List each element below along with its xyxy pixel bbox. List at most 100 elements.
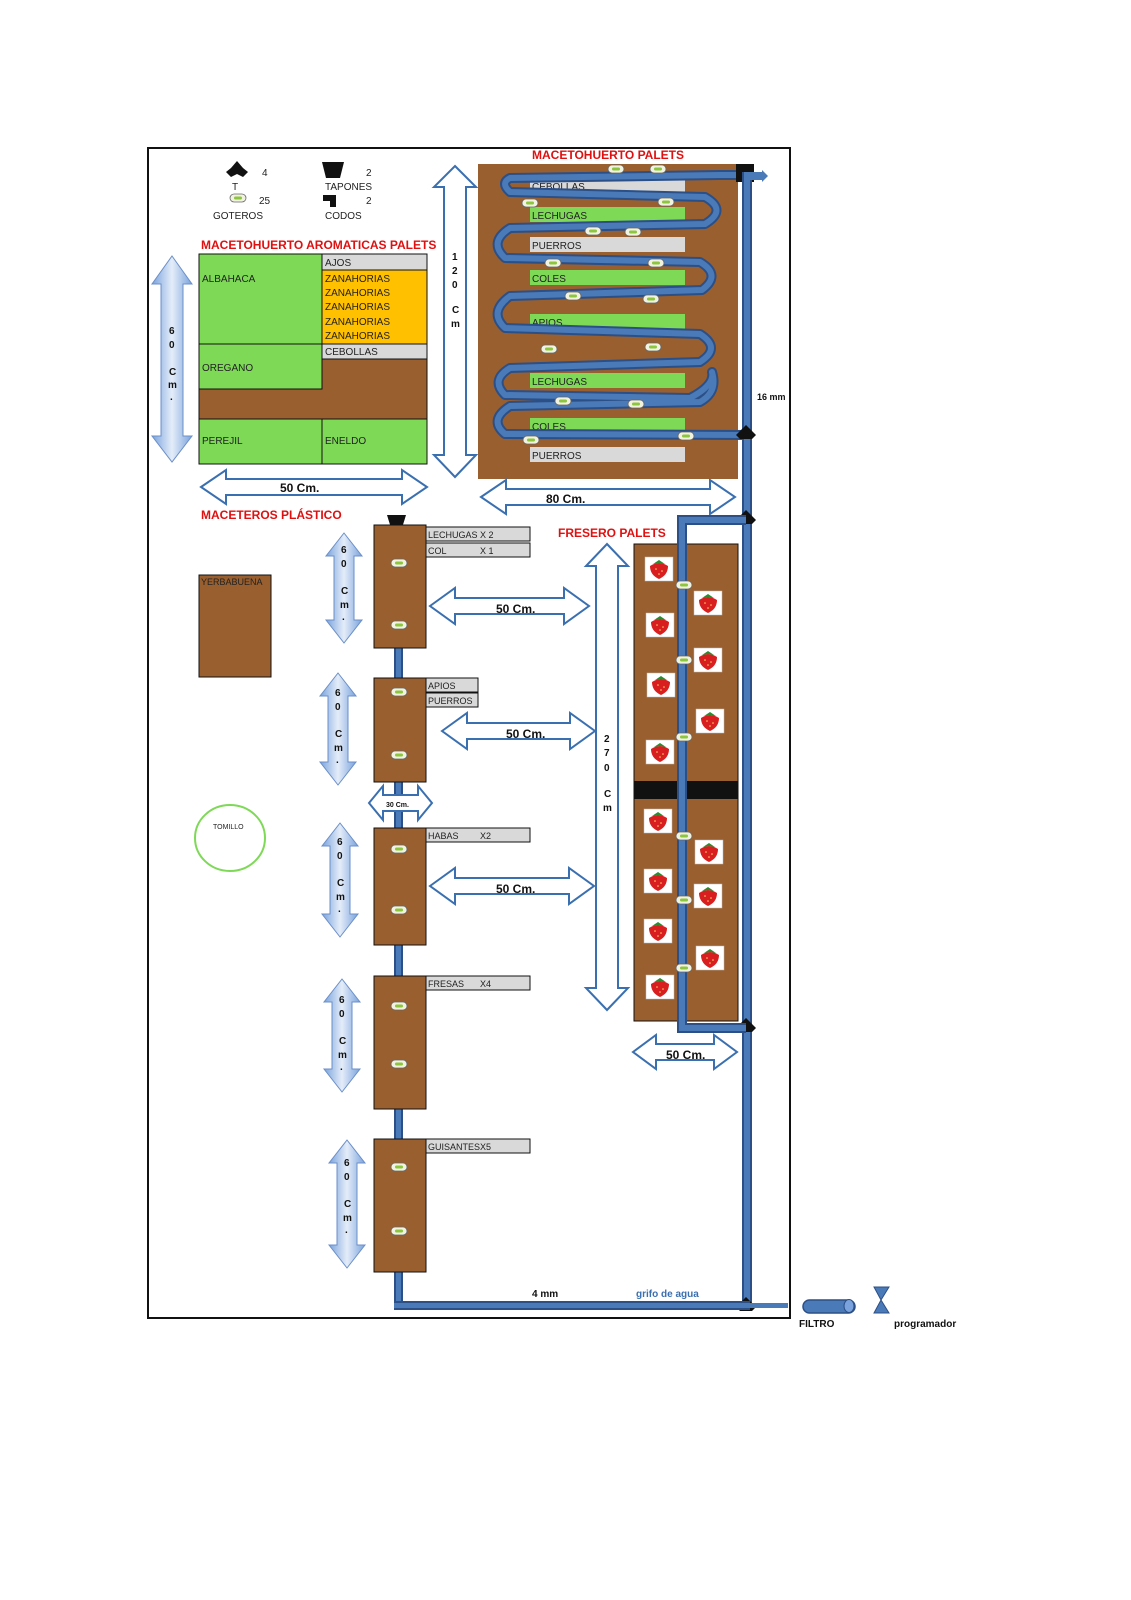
pot-label: PUERROS xyxy=(428,696,473,706)
cebollas-label: CEBOLLAS xyxy=(325,347,378,358)
pot-label-box xyxy=(425,827,531,843)
tap-label: grifo de agua xyxy=(636,1289,699,1300)
tee-icon xyxy=(736,425,756,439)
plastico-gap-arrows: 50 Cm. 50 Cm. 50 Cm. xyxy=(428,586,597,906)
cebollas-block xyxy=(321,343,428,360)
yerbabuena-label: YERBABUENA xyxy=(201,577,263,587)
aromaticas-width-label: 50 Cm. xyxy=(280,481,319,495)
pot-label: GUISANTES xyxy=(428,1142,480,1152)
fresero-section: FRESERO PALETS xyxy=(558,515,746,1033)
palets-row-green xyxy=(530,207,685,222)
dim-text: m xyxy=(336,892,345,903)
dim-text: . xyxy=(338,904,341,915)
tomillo-pot xyxy=(194,804,266,872)
palets-row-grey xyxy=(530,447,685,462)
pot-label-box xyxy=(425,692,479,708)
palets-section: MACETOHUERTO PALETS CEBOLLAS LECHUGAS PU… xyxy=(478,148,754,479)
pot-label-box xyxy=(425,975,531,991)
dim-text: 0 xyxy=(344,1172,350,1183)
dim-text: 6 xyxy=(339,995,345,1006)
dim-text: C xyxy=(604,789,611,800)
oregano-label: OREGANO xyxy=(202,363,253,374)
dim-text: C xyxy=(341,586,348,597)
dim-text: 0 xyxy=(452,280,458,291)
pot-label: X5 xyxy=(480,1142,491,1152)
legend-tapones-label: TAPONES xyxy=(325,182,372,193)
palets-row-green xyxy=(530,418,685,433)
codo-icon xyxy=(323,195,336,207)
dim-text: 0 xyxy=(335,702,341,713)
oregano-block xyxy=(198,343,323,390)
zanahorias-block xyxy=(321,269,428,345)
palets-title: MACETOHUERTO PALETS xyxy=(532,148,684,162)
gap-label: 50 Cm. xyxy=(506,727,545,741)
dim-text: 6 xyxy=(341,545,347,556)
dim-text: 6 xyxy=(344,1158,350,1169)
filtro-icon xyxy=(802,1299,856,1314)
dim-text: C xyxy=(169,367,176,378)
pot-5 xyxy=(373,1138,427,1273)
zanahorias-label: ZANAHORIAS xyxy=(325,274,390,285)
plastico-spacing-arrow xyxy=(367,783,434,823)
pot-label: COL xyxy=(428,546,447,556)
pot-label: HABAS xyxy=(428,831,459,841)
plastico-section: MACETEROS PLÁSTICO LECHUGAS X 2 COL X 1 … xyxy=(201,507,531,1273)
aromaticas-title: MACETOHUERTO AROMATICAS PALETS xyxy=(201,238,436,252)
tap-assembly: FILTRO programador xyxy=(750,1286,956,1330)
dim-text: C xyxy=(344,1199,351,1210)
legend-t-label: T xyxy=(232,182,238,193)
dim-text: . xyxy=(342,612,345,623)
filtro-label: FILTRO xyxy=(799,1319,835,1330)
eneldo-block xyxy=(321,418,428,465)
dim-text: m xyxy=(343,1213,352,1224)
dim-text: C xyxy=(335,729,342,740)
pot-label: X2 xyxy=(480,831,491,841)
dim-text: . xyxy=(170,392,173,403)
palets-width-label: 80 Cm. xyxy=(546,492,585,506)
palets-row-label: COLES xyxy=(532,422,566,433)
palets-row-label: COLES xyxy=(532,274,566,285)
legend: 4 T 25 GOTEROS 2 TAPONES 2 CODOS xyxy=(213,161,372,222)
dim-text: C xyxy=(337,878,344,889)
palets-row-grey xyxy=(530,237,685,252)
yerbabuena-bed xyxy=(198,574,272,678)
dim-text: 0 xyxy=(169,340,175,351)
aromaticas-section: MACETOHUERTO AROMATICAS PALETS ALBAHACA … xyxy=(198,238,436,465)
palets-row-label: PUERROS xyxy=(532,451,582,462)
albahaca-label: ALBAHACA xyxy=(202,274,256,285)
legend-t-count: 4 xyxy=(262,168,268,179)
palets-row-label: LECHUGAS xyxy=(532,377,587,388)
dim-text: 0 xyxy=(341,559,347,570)
dim-text: m xyxy=(168,380,177,391)
garden-frame xyxy=(147,147,791,1319)
main-pipe: 16 mm xyxy=(736,170,786,1311)
dim-text: m xyxy=(338,1050,347,1061)
perejil-label: PEREJIL xyxy=(202,436,243,447)
fresero-width-arrow: 50 Cm. xyxy=(631,1033,739,1071)
ajos-label: AJOS xyxy=(325,258,351,269)
fresero-title: FRESERO PALETS xyxy=(558,526,666,540)
zanahorias-label: ZANAHORIAS xyxy=(325,331,390,342)
pot-4 xyxy=(373,975,427,1110)
pot-label: X 2 xyxy=(480,530,494,540)
tee-icon xyxy=(226,161,248,177)
dim-text: C xyxy=(452,305,459,316)
albahaca-block xyxy=(198,253,323,345)
palets-width-arrow: 80 Cm. xyxy=(479,478,737,516)
palets-row-label: PUERROS xyxy=(532,241,582,252)
pot-label: LECHUGAS xyxy=(428,530,478,540)
tomillo-label: TOMILLO xyxy=(213,824,244,831)
dim-text: m xyxy=(334,743,343,754)
dripper-icon xyxy=(229,193,247,203)
programador-label: programador xyxy=(894,1319,956,1330)
pot-label: APIOS xyxy=(428,681,456,691)
palets-row-label: LECHUGAS xyxy=(532,211,587,222)
legend-tapones-count: 2 xyxy=(366,168,372,179)
dim-text: 0 xyxy=(339,1009,345,1020)
plastico-height-arrows: 6 0 C m . 6 0 C m . 6 0 C m . 6 0 C m . … xyxy=(318,532,367,1269)
dim-text: . xyxy=(340,1062,343,1073)
plastico-title: MACETEROS PLÁSTICO xyxy=(201,507,342,522)
tapon-icon xyxy=(322,162,344,178)
dim-text: C xyxy=(339,1036,346,1047)
